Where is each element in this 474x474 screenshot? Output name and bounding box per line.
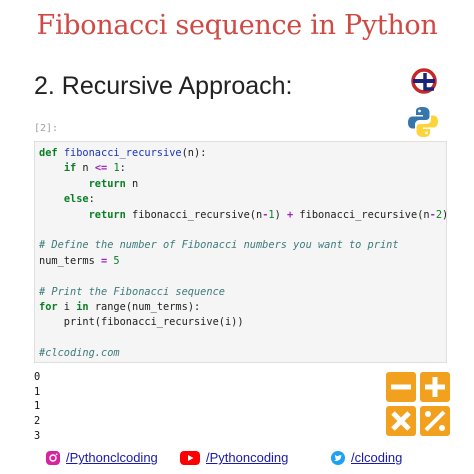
code-line: else: bbox=[39, 192, 448, 207]
code-token: n bbox=[76, 162, 95, 175]
youtube-handle: /Pythoncoding bbox=[206, 450, 289, 465]
code-line: def fibonacci_recursive(n): bbox=[39, 146, 448, 161]
code-line: # Print the Fibonacci sequence bbox=[39, 285, 448, 300]
code-line: num_terms = 5 bbox=[39, 254, 448, 269]
code-line: if n <= 1: bbox=[39, 161, 448, 176]
output-line: 2 bbox=[34, 415, 41, 428]
code-token: 5 bbox=[113, 254, 120, 267]
code-line: return n bbox=[39, 177, 448, 192]
code-token: ) bbox=[442, 208, 449, 221]
code-cell[interactable]: def fibonacci_recursive(n): if n <= 1: r… bbox=[34, 141, 448, 363]
code-token: (n): bbox=[181, 147, 207, 159]
code-token: fibonacci_recursive bbox=[63, 147, 182, 159]
code-line bbox=[39, 331, 448, 346]
code-token: #clcoding.com bbox=[39, 347, 120, 360]
code-token: # Define the number of Fibonacci numbers… bbox=[39, 239, 399, 252]
instagram-handle: /Pythonclcoding bbox=[66, 450, 158, 465]
code-token: = bbox=[101, 254, 108, 267]
code-token: 1 bbox=[113, 162, 120, 175]
code-token: for bbox=[39, 300, 58, 313]
code-line: for i in range(num_terms): bbox=[39, 300, 448, 315]
cell-prompt: [2]: bbox=[34, 123, 59, 134]
code-token bbox=[39, 162, 64, 174]
code-token bbox=[39, 193, 64, 205]
code-token: return bbox=[88, 208, 126, 221]
code-line bbox=[39, 269, 448, 284]
code-token: print(fibonacci_recursive(i)) bbox=[39, 316, 244, 329]
code-token: - bbox=[262, 208, 269, 221]
twitter-link[interactable]: /clcoding bbox=[331, 450, 402, 465]
code-line: # Define the number of Fibonacci numbers… bbox=[39, 238, 448, 253]
twitter-icon bbox=[331, 450, 345, 465]
code-token: - bbox=[429, 208, 436, 221]
code-token: fibonacci_recursive(n bbox=[293, 208, 430, 221]
instagram-link[interactable]: /Pythonclcoding bbox=[46, 450, 158, 465]
code-token: fibonacci_recursive(n bbox=[125, 208, 263, 221]
output-line: 1 bbox=[34, 400, 41, 413]
output-line: 1 bbox=[34, 385, 41, 398]
calculator-icon bbox=[386, 372, 450, 436]
youtube-link[interactable]: /Pythoncoding bbox=[180, 450, 288, 465]
code-token: in bbox=[76, 300, 89, 313]
code-token: + bbox=[287, 208, 294, 221]
code-token: else bbox=[63, 193, 89, 206]
output-line: 3 bbox=[34, 429, 41, 442]
code-token: i bbox=[57, 300, 77, 313]
code-token: : bbox=[88, 193, 95, 206]
code-token: # Print the Fibonacci sequence bbox=[39, 285, 225, 298]
code-token: : bbox=[119, 162, 126, 175]
code-token bbox=[39, 209, 89, 221]
code-line: print(fibonacci_recursive(i)) bbox=[39, 315, 448, 330]
code-token: 2 bbox=[435, 208, 443, 221]
instagram-icon bbox=[46, 450, 60, 465]
twitter-handle: /clcoding bbox=[351, 450, 403, 465]
python-logo-icon bbox=[408, 107, 438, 137]
code-token: if bbox=[63, 162, 77, 175]
code-token: <= bbox=[94, 162, 108, 175]
code-token: return bbox=[88, 177, 126, 190]
code-line: #clcoding.com bbox=[39, 346, 448, 361]
code-token: ) bbox=[274, 208, 288, 221]
code-editor[interactable]: def fibonacci_recursive(n): if n <= 1: r… bbox=[39, 146, 448, 361]
code-token: range(num_terms): bbox=[88, 300, 201, 313]
footer: /Pythonclcoding /Pythoncoding /clcoding bbox=[0, 450, 474, 470]
page-title: Fibonacci sequence in Python bbox=[36, 10, 438, 41]
code-line bbox=[39, 223, 448, 238]
clcoding-logo bbox=[411, 68, 437, 94]
code-token: 1 bbox=[268, 208, 275, 221]
code-token: n bbox=[125, 177, 139, 190]
output-line: 0 bbox=[34, 371, 41, 383]
section-heading: 2. Recursive Approach: bbox=[34, 72, 293, 100]
code-line: return fibonacci_recursive(n-1) + fibona… bbox=[39, 208, 449, 223]
code-token: num_terms bbox=[39, 254, 101, 267]
code-token: def bbox=[39, 147, 58, 159]
code-token bbox=[39, 178, 89, 190]
youtube-icon bbox=[180, 450, 200, 465]
